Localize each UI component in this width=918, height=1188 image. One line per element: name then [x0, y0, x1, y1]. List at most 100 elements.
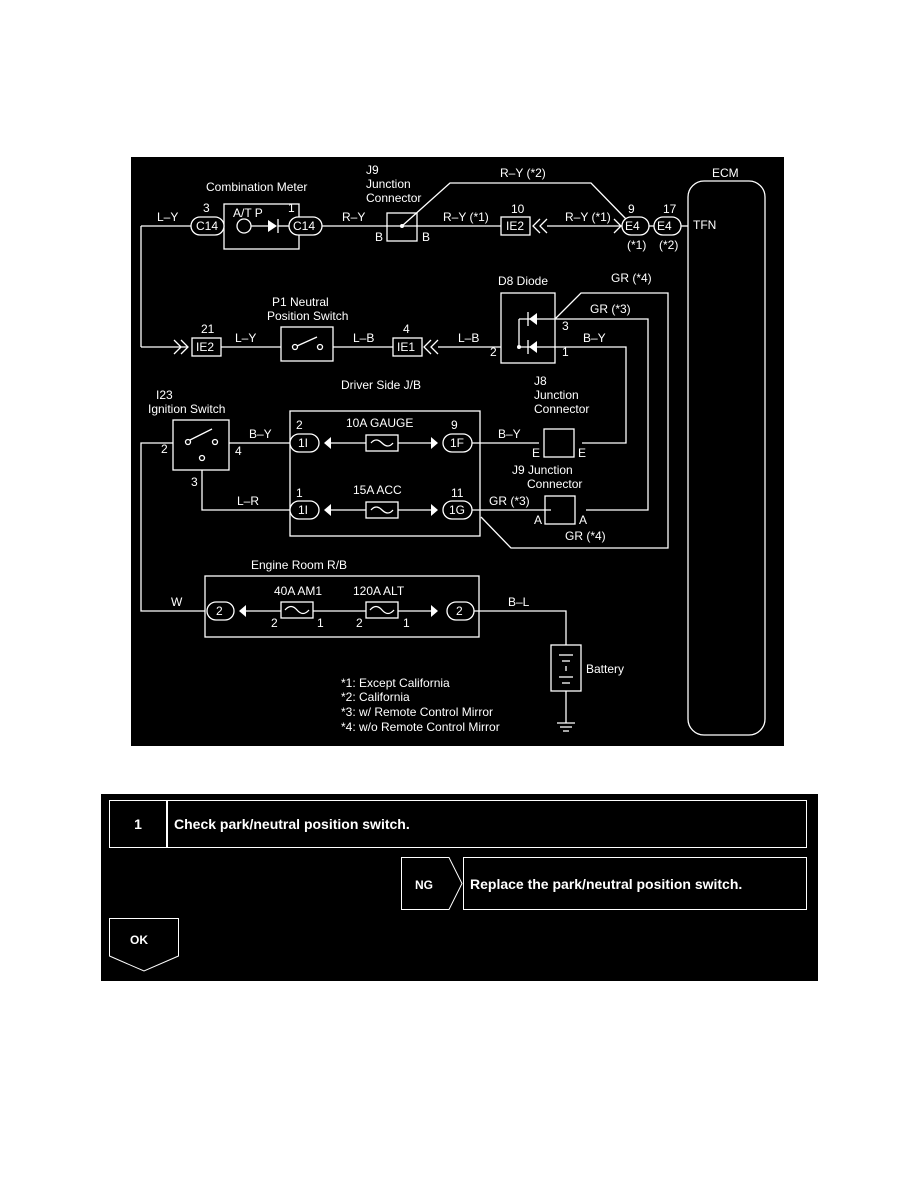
- ie1-label: IE1: [397, 340, 415, 354]
- f2-p2: 2: [356, 616, 363, 630]
- jb-title: Driver Side J/B: [341, 378, 421, 392]
- e4-note-a: (*1): [627, 238, 646, 252]
- engine-rb-connector-left: [206, 601, 235, 621]
- note-1: *1: Except California: [341, 676, 450, 690]
- wire-lr: L–R: [237, 494, 259, 508]
- jb-conn-a: 1I: [298, 436, 308, 450]
- j8-title-2: Junction: [534, 388, 579, 402]
- jb-conn-b: 1F: [450, 436, 464, 450]
- j9-top-title-3: Connector: [366, 191, 421, 205]
- j9-bot-connector: [544, 495, 576, 525]
- wire-ry-star1-a: R–Y (*1): [443, 210, 489, 224]
- jb-pin-a: 2: [296, 418, 303, 432]
- j9-bot-pin-right: A: [579, 513, 587, 527]
- note-3: *3: w/ Remote Control Mirror: [341, 705, 493, 719]
- ignition-pin2: 2: [161, 442, 168, 456]
- j8-title-3: Connector: [534, 402, 589, 416]
- ecm-box: [687, 180, 766, 736]
- wire-ry-star2: R–Y (*2): [500, 166, 546, 180]
- wire-ry-meter: R–Y: [342, 210, 365, 224]
- battery-label: Battery: [586, 662, 624, 676]
- ignition-pin4: 4: [235, 444, 242, 458]
- ie2-top-pin: 10: [511, 202, 525, 216]
- wire-by-ign: B–Y: [249, 427, 272, 441]
- engine-rb-conn-right: 2: [456, 604, 463, 618]
- step-title: Check park/neutral position switch.: [167, 800, 807, 848]
- wire-by-jb: B–Y: [498, 427, 521, 441]
- d8-title: D8 Diode: [498, 274, 548, 288]
- ng-arrow-badge: NG: [401, 857, 463, 910]
- j9-top-title-1: J9: [366, 163, 379, 177]
- note-2: *2: California: [341, 690, 410, 704]
- j8-pin-left: E: [532, 446, 540, 460]
- ie1-connector: [392, 337, 423, 357]
- diode-icon: [529, 313, 537, 325]
- e4-label-a: E4: [625, 219, 640, 233]
- troubleshooting-flow: 1 Check park/neutral position switch. NG…: [101, 794, 818, 981]
- jb-pin-c: 1: [296, 486, 303, 500]
- c14-left-label: C14: [196, 219, 218, 233]
- d8-pin1: 1: [562, 345, 569, 359]
- e4-pin-b: 17: [663, 202, 677, 216]
- jb-conn-c: 1I: [298, 503, 308, 517]
- ok-arrow-badge: OK: [109, 918, 179, 972]
- wire-bl: B–L: [508, 595, 530, 609]
- engine-room-rb-box: [204, 575, 480, 638]
- engine-rb-title: Engine Room R/B: [251, 558, 347, 572]
- j9-top-title-2: Junction: [366, 177, 411, 191]
- diode-icon: [268, 220, 277, 232]
- wire-lb-a: L–B: [353, 331, 374, 345]
- jb-connector-1i-a: [289, 433, 320, 453]
- wire-gr-star4-bot: GR (*4): [565, 529, 606, 543]
- lamp-icon: [236, 218, 252, 234]
- e4-note-b: (*2): [659, 238, 678, 252]
- j8-title-1: J8: [534, 374, 547, 388]
- combination-meter-title: Combination Meter: [206, 180, 307, 194]
- d8-pin2: 2: [490, 345, 497, 359]
- step-number: 1: [109, 800, 167, 848]
- note-4: *4: w/o Remote Control Mirror: [341, 720, 500, 734]
- ie2-mid-label: IE2: [196, 340, 214, 354]
- j9-bot-title-1: J9 Junction: [512, 463, 573, 477]
- fuse-40a-am1-label: 40A AM1: [274, 584, 322, 598]
- cm-pin-right: 1: [288, 201, 295, 215]
- ie2-top-connector: [500, 216, 531, 236]
- j9-bot-title-2: Connector: [527, 477, 582, 491]
- ng-label: NG: [415, 878, 433, 892]
- wire-w: W: [171, 595, 183, 609]
- ok-label: OK: [130, 933, 148, 947]
- p1-title-1: P1 Neutral: [272, 295, 329, 309]
- jb-connector-1i-b: [289, 500, 320, 520]
- jb-pin-d: 11: [451, 486, 464, 500]
- ie2-top-label: IE2: [506, 219, 524, 233]
- ie1-pin: 4: [403, 322, 410, 336]
- ng-action: Replace the park/neutral position switch…: [463, 857, 807, 910]
- f1-p2: 2: [271, 616, 278, 630]
- j9-bot-pin-left: A: [534, 513, 542, 527]
- switch-contact-icon: [189, 428, 213, 441]
- ignition-title-1: I23: [156, 388, 173, 402]
- j8-pin-right: E: [578, 446, 586, 460]
- fuse-120a-alt-label: 120A ALT: [353, 584, 405, 598]
- wire-ry-star1-b: R–Y (*1): [565, 210, 611, 224]
- cm-pin-left: 3: [203, 201, 210, 215]
- wire-gr-star3-top: GR (*3): [590, 302, 631, 316]
- wire-ly-mid: L–Y: [235, 331, 256, 345]
- p1-switch-box: [280, 326, 334, 362]
- ie2-mid-pin: 21: [201, 322, 215, 336]
- j9-top-pin-right: B: [422, 230, 430, 244]
- diode-icon: [529, 341, 537, 353]
- driver-side-jb-box: [289, 410, 481, 537]
- fuse-15a-acc-label: 15A ACC: [353, 483, 402, 497]
- wire-by-diode: B–Y: [583, 331, 606, 345]
- ignition-switch-box: [172, 419, 230, 471]
- at-p-lamp-label: A/T P: [233, 206, 263, 220]
- wire-gr-star3-bot: GR (*3): [489, 494, 530, 508]
- wire-ly-top: L–Y: [157, 210, 178, 224]
- wiring-diagram: ECM TFN Combination Meter A/T P 3 1 C14 …: [131, 157, 784, 746]
- switch-contact-icon: [296, 336, 318, 347]
- d8-pin3: 3: [562, 319, 569, 333]
- engine-rb-conn-left: 2: [216, 604, 223, 618]
- fuse-icon: [280, 601, 314, 619]
- j9-top-pin-left: B: [375, 230, 383, 244]
